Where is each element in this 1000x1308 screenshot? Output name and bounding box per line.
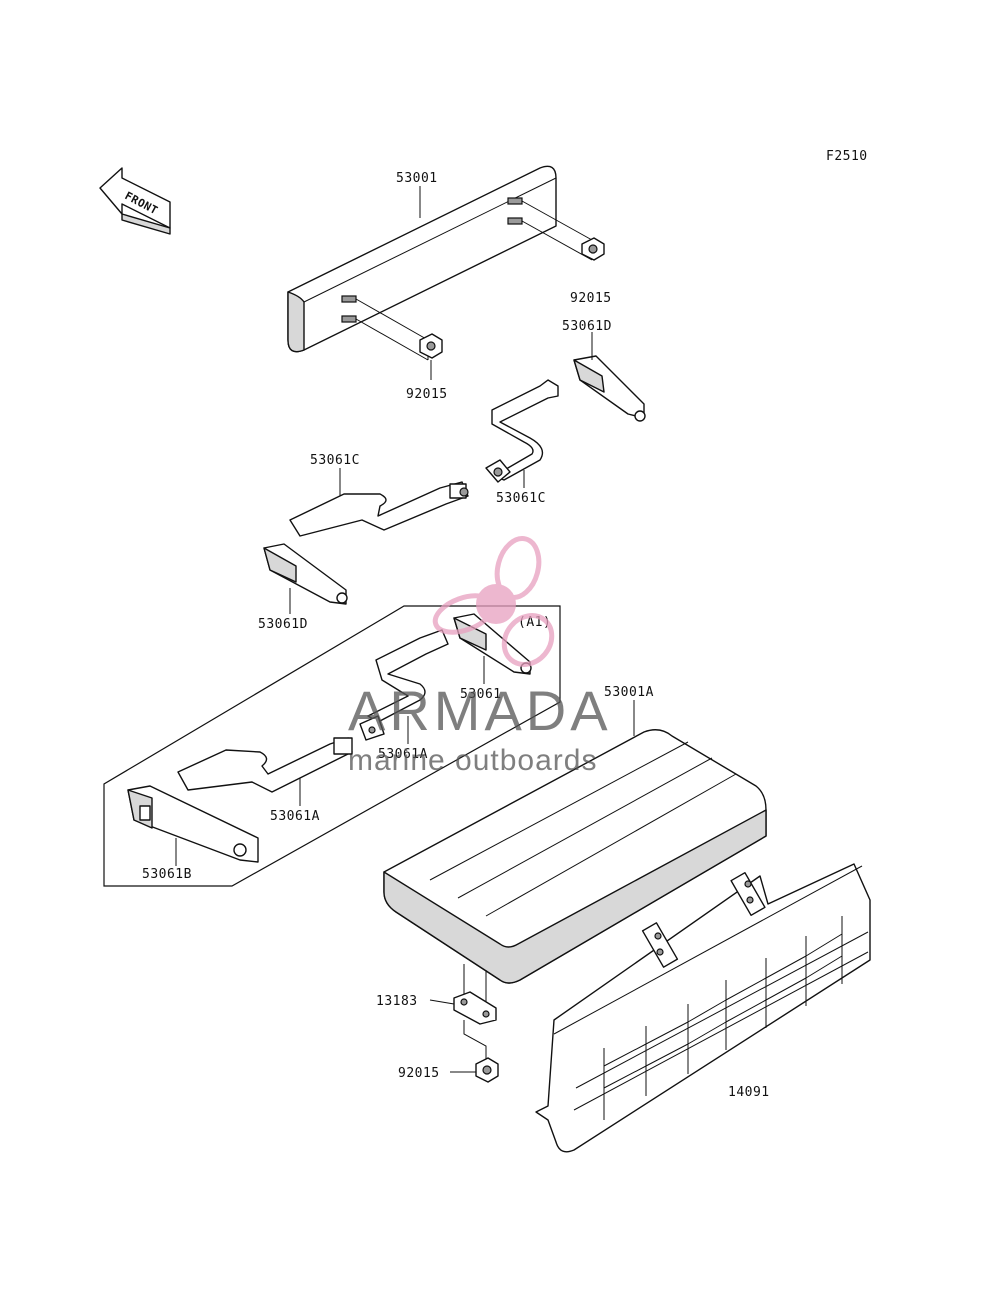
callout-53061c-left: 53061C (310, 453, 360, 468)
callout-13183: 13183 (376, 994, 418, 1009)
callout-53061d-lower: 53061D (258, 617, 308, 632)
strap-53061a-lower-part (177, 737, 353, 793)
strap-53061c-right-part (485, 379, 559, 483)
front-arrow-icon: FRONT (99, 167, 171, 235)
nut-icon (475, 1057, 499, 1083)
callout-53001a: 53001A (604, 685, 654, 700)
watermark-tagline: marine outboards (348, 744, 597, 777)
strap-53061a-upper-part (359, 629, 449, 741)
bracket-part (453, 964, 497, 1062)
kit-boundary-box (103, 605, 561, 887)
armada-watermark: ARMADA marine outboards (348, 536, 612, 777)
callout-14091: 14091 (728, 1085, 770, 1100)
strap-53061d-right-part (573, 355, 646, 422)
strap-53061b-part (127, 785, 259, 863)
nut-icon (581, 237, 605, 261)
front-seat-part (383, 729, 767, 984)
callout-53061a-upper: 53061A (378, 747, 428, 762)
rear-seat-part (287, 165, 593, 361)
callout-53061b: 53061B (142, 867, 192, 882)
callout-92015-lower: 92015 (398, 1066, 440, 1081)
propeller-logo-icon (432, 536, 555, 667)
callout-92015-upper: 92015 (570, 291, 612, 306)
callout-53061d-upper: 53061D (562, 319, 612, 334)
callout-53061c-right: 53061C (496, 491, 546, 506)
nut-icon (419, 333, 443, 359)
callout-53061: 53061 (460, 687, 502, 702)
watermark-brand: ARMADA (348, 679, 612, 742)
callout-92015-mid: 92015 (406, 387, 448, 402)
strap-53061c-left-part (289, 481, 469, 537)
strap-53061d-left-part (263, 543, 348, 605)
cover-part (535, 863, 871, 1153)
callout-53001: 53001 (396, 171, 438, 186)
callout-53061a-lower: 53061A (270, 809, 320, 824)
cover-rib-pattern (603, 916, 843, 1120)
figure-code: F2510 (826, 149, 868, 164)
